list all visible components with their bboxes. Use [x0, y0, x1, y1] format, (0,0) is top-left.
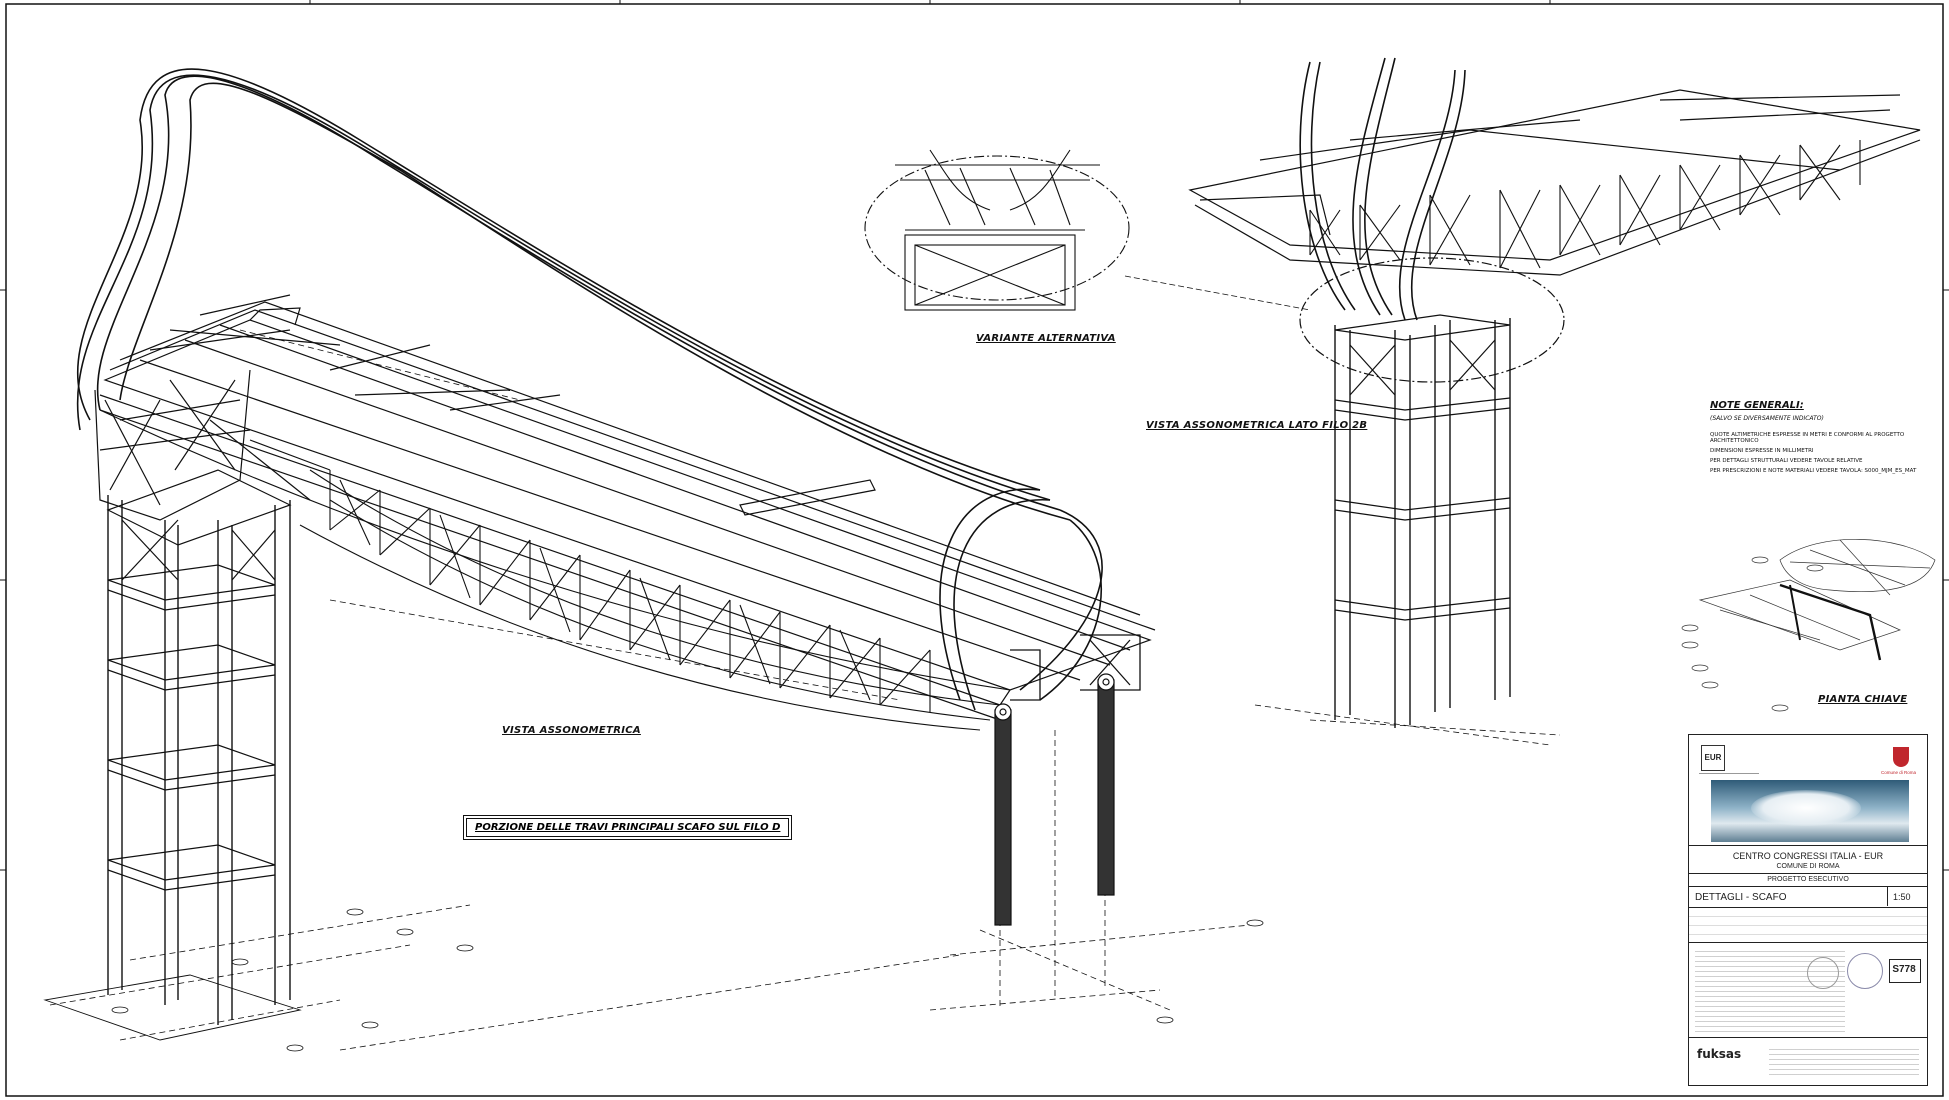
- notes-line: DIMENSIONI ESPRESSE IN MILLIMETRI: [1710, 448, 1814, 454]
- comune-emblem-icon: [1893, 747, 1909, 767]
- drawing-scale: 1:50: [1893, 892, 1911, 902]
- firm-logo: fuksas: [1697, 1047, 1742, 1061]
- sheet-number: S778: [1892, 964, 1916, 975]
- drawing-subject: DETTAGLI - SCAFO: [1695, 892, 1787, 903]
- notes-line: PER DETTAGLI STRUTTURALI VEDERE TAVOLE R…: [1710, 458, 1863, 464]
- sheet-number-box: [1889, 959, 1921, 983]
- side-axonometric-view: [1188, 57, 1921, 746]
- stamp-circle-icon: [1807, 957, 1839, 989]
- vista-assonometrica-label: VISTA ASSONOMETRICA: [502, 725, 641, 736]
- render-thumbnail: [1711, 780, 1909, 842]
- comune-logo-caption: Comune di Roma: [1881, 770, 1917, 775]
- porzione-travi-label: PORZIONE DELLE TRAVI PRINCIPALI SCAFO SU…: [462, 815, 793, 840]
- general-notes: NOTE GENERALI: (SALVO SE DIVERSAMENTE IN…: [1710, 400, 1940, 478]
- pianta-chiave-label: PIANTA CHIAVE: [1818, 694, 1908, 705]
- firm-address-block: [1769, 1045, 1919, 1075]
- notes-subtitle: (SALVO SE DIVERSAMENTE INDICATO): [1710, 415, 1824, 422]
- title-divider: [1689, 845, 1927, 846]
- phase-divider: [1689, 873, 1927, 874]
- vista-lato-filo-label: VISTA ASSONOMETRICA LATO FILO 2B: [1146, 420, 1368, 431]
- notes-line: QUOTE ALTIMETRICHE ESPRESSE IN METRI E C…: [1710, 432, 1905, 444]
- comune-name: COMUNE DI ROMA: [1776, 863, 1840, 870]
- subject-divider: [1689, 886, 1927, 887]
- firm-divider: [1689, 1037, 1927, 1038]
- main-axonometric-view: [43, 68, 1264, 1052]
- key-plan-thumbnail: [1681, 539, 1936, 712]
- project-title: CENTRO CONGRESSI ITALIA - EUR: [1732, 851, 1884, 861]
- revision-table: [1689, 907, 1927, 943]
- stamp-circle-icon: [1847, 953, 1883, 989]
- render-cloud-shape: [1751, 790, 1861, 826]
- title-block: EUR Comune di Roma CENTRO CONGRESSI ITAL…: [1688, 734, 1928, 1086]
- variante-detail: [864, 149, 1311, 311]
- client-logo-caption: [1699, 773, 1759, 784]
- client-logo: EUR: [1701, 745, 1725, 771]
- scale-divider: [1887, 886, 1888, 906]
- notes-line: PER PRESCRIZIONI E NOTE MATERIALI VEDERE…: [1710, 468, 1917, 474]
- variante-alternativa-label: VARIANTE ALTERNATIVA: [976, 333, 1116, 344]
- project-phase: PROGETTO ESECUTIVO: [1767, 876, 1849, 883]
- notes-title: NOTE GENERALI:: [1710, 400, 1804, 411]
